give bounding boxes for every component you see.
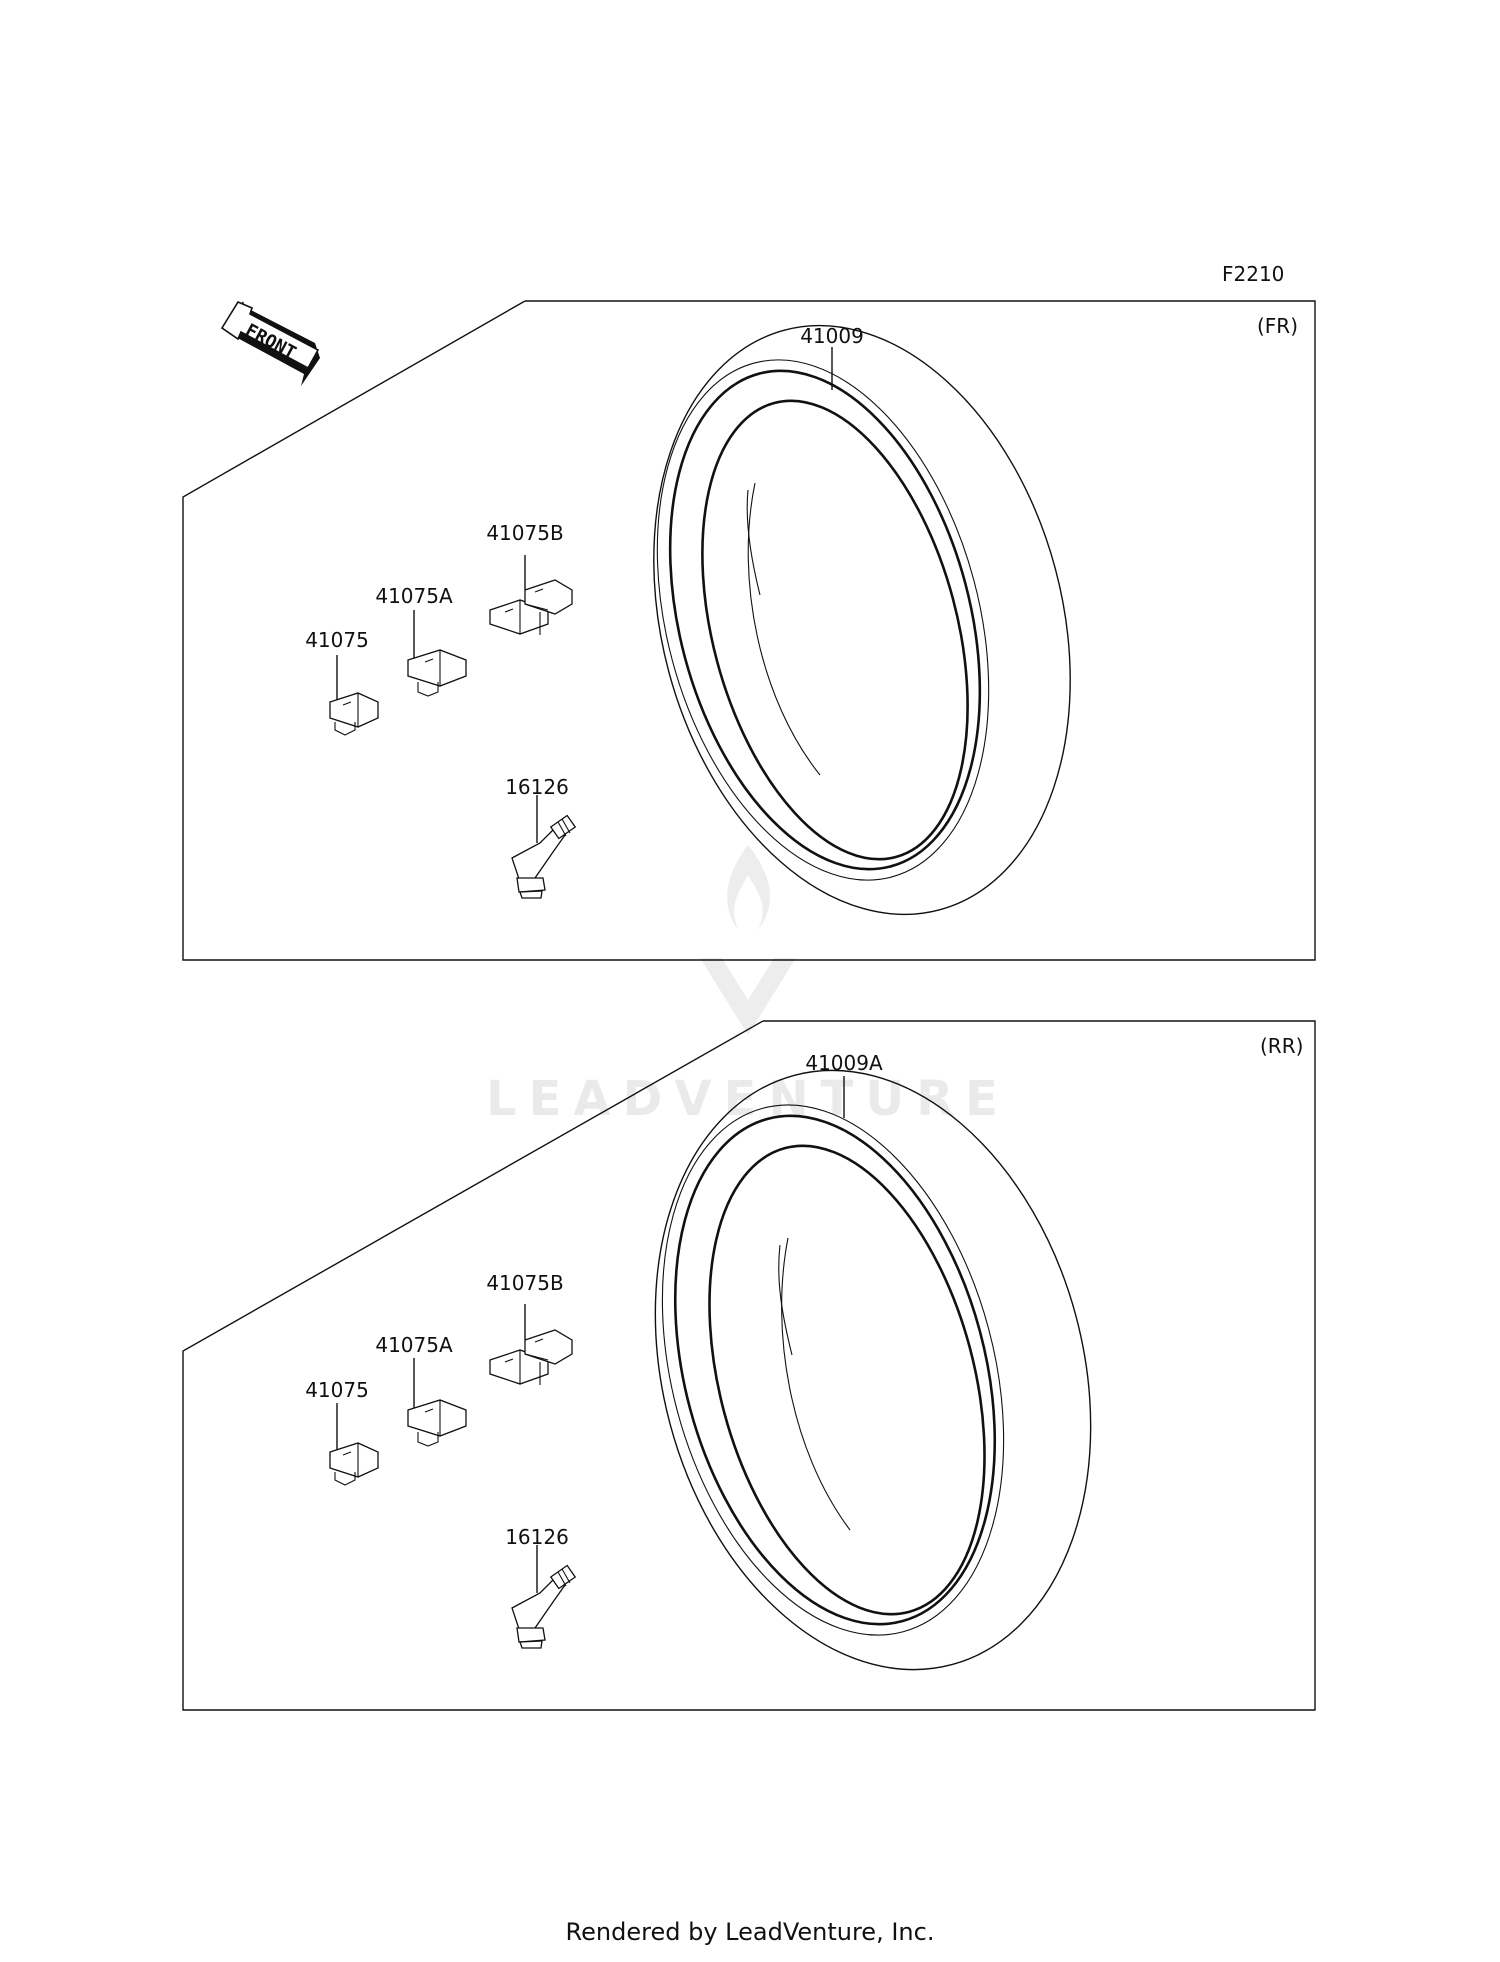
front-valve	[511, 814, 577, 899]
rear-tire	[654, 1069, 1092, 1671]
panel-front-border	[182, 300, 1316, 961]
front-weight-part-number: 41075	[305, 628, 369, 652]
watermark-flame-icon	[727, 845, 771, 930]
diagram-code: F2210	[1222, 262, 1284, 286]
watermark: LEADVENTURE	[486, 845, 1010, 1127]
rear-valve	[511, 1564, 577, 1649]
panel-rear-border	[182, 1020, 1316, 1711]
front-weight-b	[489, 579, 573, 635]
watermark-text: LEADVENTURE	[486, 1071, 1010, 1127]
rear-tire-part-number: 41009A	[805, 1051, 883, 1075]
footer-credit: Rendered by LeadVenture, Inc.	[565, 1918, 935, 1946]
front-weight-b-part-number: 41075B	[486, 521, 563, 545]
front-weight-a-part-number: 41075A	[375, 584, 453, 608]
front-valve-part-number: 16126	[505, 775, 569, 799]
rear-weight	[329, 1442, 379, 1486]
rear-weight-a-part-number: 41075A	[375, 1333, 453, 1357]
rear-valve-part-number: 16126	[505, 1525, 569, 1549]
rear-weight-part-number: 41075	[305, 1378, 369, 1402]
front-weight-a	[407, 649, 467, 697]
rear-weight-b-part-number: 41075B	[486, 1271, 563, 1295]
front-weight	[329, 692, 379, 736]
watermark-chevron-icon	[700, 958, 796, 1035]
panel-rear-position: (RR)	[1260, 1034, 1303, 1058]
rear-weight-a	[407, 1399, 467, 1447]
panel-front: (FR) 41009 41075B	[182, 300, 1316, 961]
panel-rear: (RR) 41009A 41075B	[182, 1020, 1316, 1711]
rear-weight-b	[489, 1329, 573, 1385]
front-tire	[653, 324, 1071, 916]
panel-front-position: (FR)	[1257, 314, 1298, 338]
front-arrow-icon: FRONT	[220, 300, 320, 386]
front-tire-part-number: 41009	[800, 324, 864, 348]
